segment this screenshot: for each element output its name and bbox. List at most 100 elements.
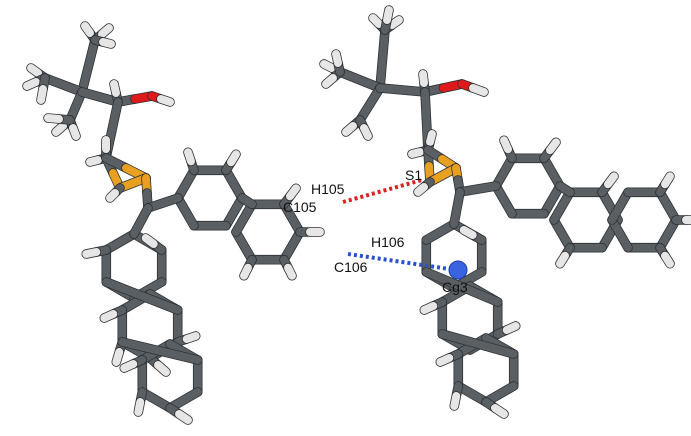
right-ring-a-bond-3	[491, 153, 517, 191]
left-ring-b-bond-3	[231, 199, 257, 237]
label-h106: H106	[371, 234, 405, 250]
left-ring-fuse	[237, 193, 257, 210]
right-ring-b2-bond-3	[607, 187, 633, 225]
right-me2-h2-b-fill	[322, 74, 337, 88]
right-re-h3-b	[435, 353, 455, 367]
left-ring-a-bond-5	[221, 165, 247, 203]
left-re-h1-b-fill	[134, 398, 145, 416]
left-re-h2-b	[174, 409, 193, 425]
right-ch2-h2-b	[425, 129, 437, 147]
right-ring-b2-bond-2	[607, 215, 633, 253]
left-ring-d-fuse-fill	[102, 278, 182, 314]
right-rd-h2-b-fill	[502, 322, 520, 334]
right-ch-h-b-fill	[419, 70, 428, 87]
left-ra-h2-b-fill	[227, 150, 240, 167]
left-rc-h2-b	[81, 247, 102, 259]
right-tbu-left-fill	[336, 68, 384, 92]
right-rd-h1-b-fill	[420, 302, 438, 314]
left-ra-h1-b-fill	[184, 148, 195, 166]
right-ring-b-bond-2	[549, 215, 575, 253]
label-c105: C105	[283, 199, 317, 215]
left-ring-a-bond-0	[221, 193, 247, 231]
left-rb-h1-b-fill	[286, 184, 300, 201]
right-me3-h2-b-fill	[360, 124, 372, 140]
left-ch-h-b	[109, 79, 121, 98]
right-re-h2-b-fill	[491, 404, 508, 418]
right-o-h-b	[468, 83, 489, 97]
left-ring-a-bond-5-fill	[222, 166, 246, 202]
right-ra-h1-b-fill	[500, 136, 512, 154]
left-me2-h2-b-fill	[23, 78, 40, 90]
left-me3-h1-b-fill	[52, 122, 67, 136]
left-ring-a-bond-2-fill	[174, 194, 198, 230]
left-ring-a-bond-2	[173, 193, 199, 231]
left-ring-b-bond-0-fill	[280, 228, 304, 264]
left-s-ring-link	[143, 193, 183, 213]
left-ra-h2-b	[226, 149, 241, 168]
right-rb-h2-b-fill	[556, 251, 569, 268]
right-ring-b-bond-2-fill	[550, 216, 574, 252]
left-me1-h2-b-fill	[98, 24, 113, 38]
right-tbu-link-fill	[376, 84, 429, 96]
left-tbu-top	[77, 35, 100, 97]
right-ch2-h2-b-fill	[426, 130, 436, 146]
left-ring-b-bond-0	[279, 227, 305, 265]
right-tbu-top-fill	[376, 26, 389, 92]
left-me2-h3-b-fill	[37, 85, 47, 104]
left-ring-c-bond-2	[101, 229, 139, 255]
left-ra-h1-b	[183, 147, 196, 167]
contact-h105-s1	[342, 178, 423, 204]
left-tbu-lower	[65, 87, 87, 125]
left-re-h1-b	[133, 397, 146, 417]
left-tbu-lower-fill	[66, 88, 86, 124]
left-rb-h4-b-fill	[240, 263, 252, 280]
right-ring-e-bond-0-fill	[454, 382, 490, 406]
right-ra-h1-b	[499, 135, 513, 155]
left-rb-h1-b	[285, 183, 301, 202]
right-ring-a-bond-2-fill	[492, 182, 516, 218]
label-cg3: Cg3	[442, 279, 468, 295]
left-me1-h1-b-fill	[81, 22, 94, 37]
right-ring-b-bond-3-fill	[550, 188, 574, 224]
right-ring-a-bond-5-fill	[540, 154, 564, 190]
left-rd-h3-b-fill	[154, 361, 170, 376]
left-s-ring-link-fill	[144, 194, 182, 212]
label-c106: C106	[334, 259, 368, 275]
left-me2-h1-b	[26, 63, 43, 78]
right-rb2-h3-b	[660, 250, 675, 269]
left-tbu-link-fill	[78, 88, 122, 106]
right-ring-b2-bond-5	[655, 187, 681, 225]
left-s-h-b-fill	[106, 189, 119, 202]
right-me1-h1-b-fill	[369, 14, 383, 28]
left-ring-e-bond-0	[137, 387, 175, 413]
right-ring-a-bond-0-fill	[540, 182, 564, 218]
right-rd-h1-b	[419, 301, 439, 315]
right-ring-a-bond-3-fill	[492, 154, 516, 190]
left-me3-h1-b	[51, 121, 68, 137]
bond-layer	[22, 5, 691, 425]
left-rd-h2-b-fill	[112, 348, 124, 366]
right-ring-b2-bond-3-fill	[608, 188, 632, 224]
right-rd-h2-b	[501, 321, 521, 335]
left-rd-h1-b	[99, 309, 119, 323]
left-me1-h3-b-fill	[99, 38, 115, 48]
right-ra-h2-b	[545, 137, 561, 156]
left-rc-h1-b-fill	[141, 234, 158, 248]
left-rd-h3-b	[153, 360, 171, 377]
right-me2-h3-b	[331, 49, 343, 68]
right-ring-a-bond-5	[539, 153, 565, 191]
centroid-layer	[448, 260, 468, 280]
left-re-h2-b-fill	[175, 410, 192, 424]
right-s-ring-link-fill	[456, 182, 500, 196]
right-me2-h3-b-fill	[332, 50, 342, 67]
label-h105: H105	[311, 181, 345, 197]
right-rb-h1-b-fill	[604, 172, 618, 189]
left-ring-c-link	[129, 203, 153, 239]
left-ring-d-fuse	[101, 277, 183, 315]
right-ring-b-bond-3	[549, 187, 575, 225]
right-me2-h1-b-fill	[320, 60, 336, 72]
right-ring-c-bond-2	[421, 219, 459, 245]
right-ch2-h1-b-fill	[408, 148, 424, 158]
left-o-h-b	[156, 94, 175, 107]
